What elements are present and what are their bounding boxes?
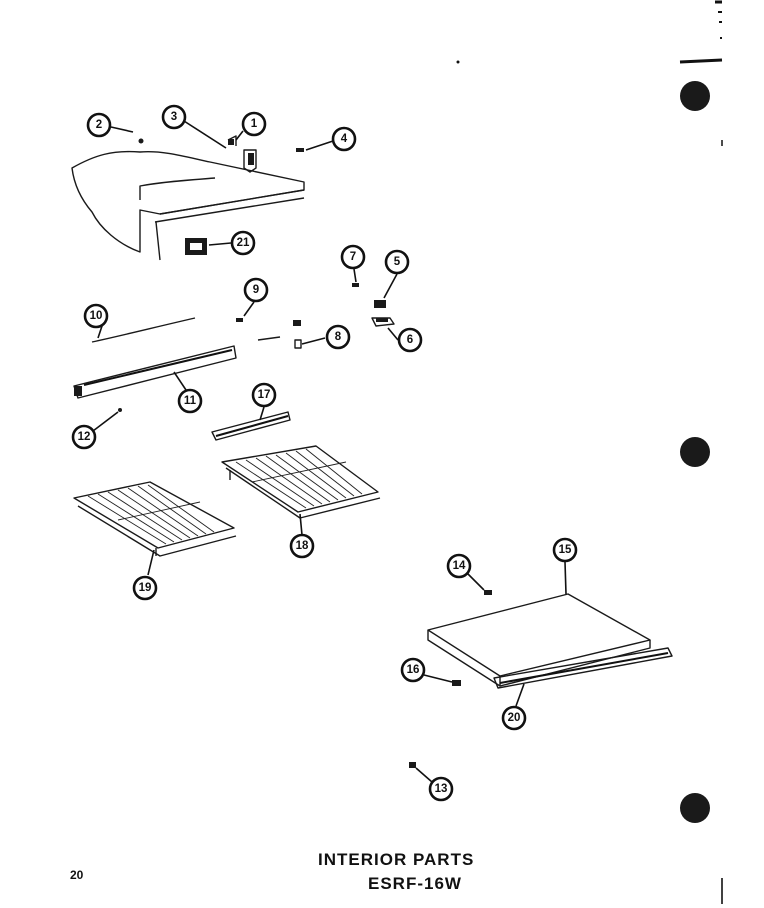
liner-housing (71, 138, 305, 261)
callout-1: 1 (241, 111, 267, 137)
svg-text:4: 4 (341, 133, 348, 145)
svg-text:18: 18 (296, 540, 309, 552)
svg-text:15: 15 (559, 544, 572, 556)
callout-14: 14 (446, 553, 472, 579)
model-number: ESRF-16W (368, 874, 462, 893)
svg-text:2: 2 (96, 119, 102, 131)
callout-17: 17 (251, 382, 277, 408)
svg-text:8: 8 (335, 331, 342, 343)
callout-6: 6 (397, 327, 423, 353)
svg-text:9: 9 (253, 284, 259, 296)
callout-9: 9 (243, 277, 269, 303)
svg-text:13: 13 (435, 783, 448, 795)
hinge-bracket-part (227, 135, 257, 173)
svg-text:7: 7 (350, 251, 356, 263)
callout-18: 18 (289, 533, 315, 559)
wire-shelf-upper (221, 445, 381, 519)
callout-15: 15 (552, 537, 578, 563)
binder-hole-middle (680, 437, 710, 467)
page-number: 20 (70, 868, 84, 882)
svg-text:14: 14 (453, 560, 466, 572)
svg-text:17: 17 (258, 389, 271, 401)
svg-text:20: 20 (508, 712, 521, 724)
binder-hole-top (680, 81, 710, 111)
callout-13: 13 (428, 776, 454, 802)
callout-5: 5 (384, 249, 410, 275)
callout-11: 11 (177, 388, 203, 414)
callout-12: 12 (71, 424, 97, 450)
crisper-cover-panel (427, 593, 651, 687)
callout-19: 19 (132, 575, 158, 601)
svg-text:12: 12 (78, 431, 91, 443)
callout-20: 20 (501, 705, 527, 731)
crisper-frame-part (211, 411, 291, 441)
callout-4: 4 (331, 126, 357, 152)
callout-3: 3 (161, 104, 187, 130)
cover-trim-part (493, 647, 673, 689)
callout-2: 2 (86, 112, 112, 138)
svg-text:1: 1 (251, 118, 258, 130)
svg-text:3: 3 (171, 111, 177, 123)
wire-shelf-lower (73, 481, 237, 557)
tube-part (91, 317, 196, 343)
svg-text:5: 5 (394, 256, 401, 268)
svg-text:19: 19 (139, 582, 152, 594)
svg-text:10: 10 (90, 310, 103, 322)
diagram-title: INTERIOR PARTS (318, 850, 475, 869)
svg-text:6: 6 (407, 334, 413, 346)
svg-text:16: 16 (407, 664, 420, 676)
callout-16: 16 (400, 657, 426, 683)
callout-21: 21 (230, 230, 256, 256)
callout-7: 7 (340, 244, 366, 270)
screw-part (296, 148, 304, 152)
leader-lines (92, 120, 567, 783)
binder-hole-bottom (680, 793, 710, 823)
scan-edge-marks (456, 0, 723, 904)
callout-10: 10 (83, 303, 109, 329)
svg-text:21: 21 (237, 237, 250, 249)
callout-8: 8 (325, 324, 351, 350)
svg-text:11: 11 (184, 395, 197, 407)
rail-part (73, 345, 237, 399)
